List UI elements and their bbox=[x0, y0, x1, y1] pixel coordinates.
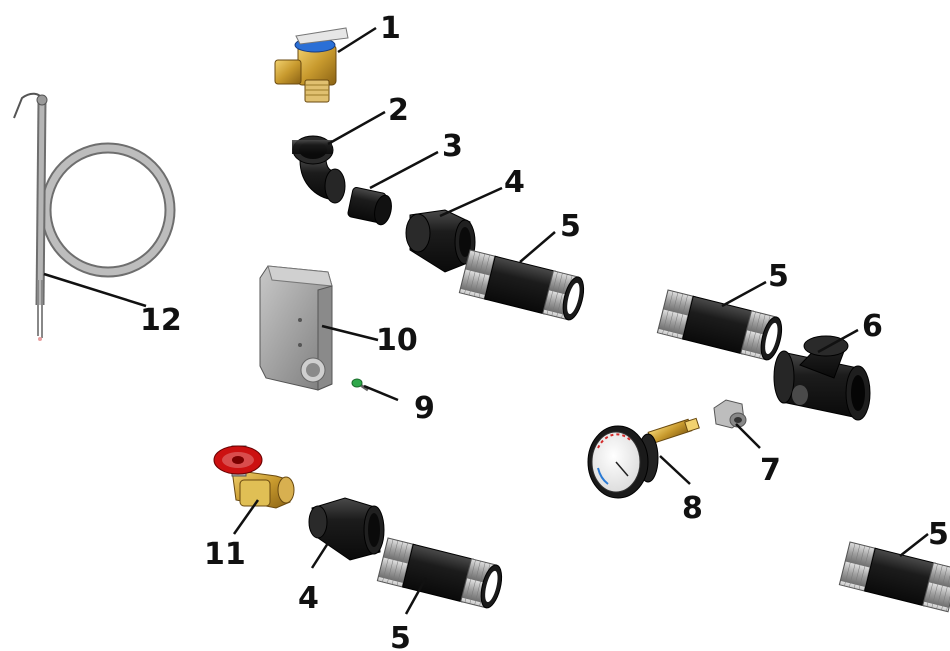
callout-5-b: 5 bbox=[721, 259, 789, 308]
callout-number: 10 bbox=[376, 323, 418, 358]
nipple-part-d bbox=[838, 541, 950, 613]
callout-3: 3 bbox=[369, 129, 463, 190]
callout-number: 8 bbox=[682, 491, 703, 526]
nipple-part-b bbox=[656, 289, 783, 361]
callout-2: 2 bbox=[327, 93, 409, 146]
temperature-gauge-part bbox=[587, 417, 700, 499]
callout-6: 6 bbox=[817, 309, 883, 354]
callout-number: 5 bbox=[560, 209, 581, 244]
callout-number: 4 bbox=[298, 581, 319, 616]
callout-7: 7 bbox=[735, 423, 781, 488]
callout-number: 5 bbox=[768, 259, 789, 294]
callout-number: 1 bbox=[380, 11, 401, 46]
callout-number: 6 bbox=[862, 309, 883, 344]
gate-valve-part bbox=[213, 445, 295, 509]
callout-10: 10 bbox=[321, 323, 418, 358]
screw-part bbox=[351, 378, 369, 392]
callout-number: 7 bbox=[760, 453, 781, 488]
callout-number: 12 bbox=[140, 303, 182, 338]
callout-9: 9 bbox=[363, 384, 435, 426]
callout-5-d: 5 bbox=[899, 517, 949, 557]
callout-4-top: 4 bbox=[439, 165, 525, 218]
callout-number: 2 bbox=[388, 93, 409, 128]
bushing-part bbox=[713, 399, 747, 429]
callout-4-bottom: 4 bbox=[298, 539, 332, 616]
coupling-part bbox=[347, 187, 392, 226]
callout-1: 1 bbox=[337, 11, 401, 54]
callout-12: 12 bbox=[43, 272, 182, 338]
callout-5-c: 5 bbox=[390, 577, 428, 651]
elbow-fitting-part bbox=[292, 135, 346, 204]
callout-number: 4 bbox=[504, 165, 525, 200]
callout-number: 5 bbox=[390, 621, 411, 651]
relief-valve-part bbox=[274, 27, 349, 103]
nipple-part-a bbox=[458, 249, 585, 321]
callout-number: 9 bbox=[414, 391, 435, 426]
callout-11: 11 bbox=[204, 499, 260, 572]
capillary-sensor-part bbox=[13, 92, 176, 341]
nipple-part-c bbox=[376, 537, 503, 609]
control-box-part bbox=[259, 265, 333, 391]
callout-number: 5 bbox=[928, 517, 949, 552]
callout-8: 8 bbox=[659, 455, 703, 526]
callout-5-a: 5 bbox=[519, 209, 581, 263]
reducer-part-top bbox=[405, 209, 476, 273]
callout-number: 11 bbox=[204, 537, 246, 572]
callout-number: 3 bbox=[442, 129, 463, 164]
reducer-part-bottom bbox=[308, 497, 385, 561]
